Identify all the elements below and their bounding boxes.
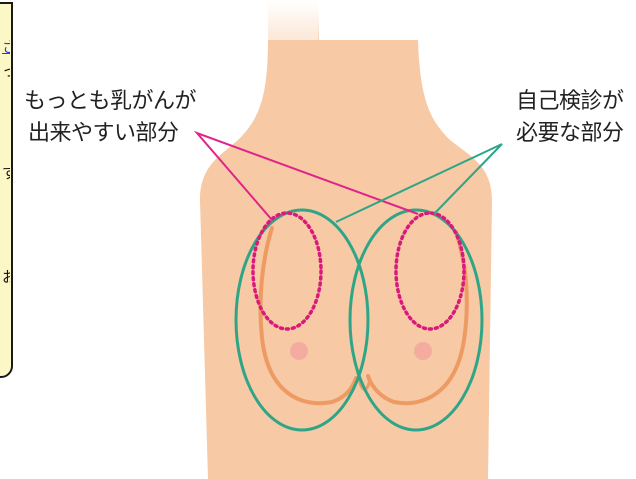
high-risk-label-line1: もっとも乳がんが (24, 86, 196, 118)
self-exam-label-line1: 自己検診が (516, 86, 624, 118)
high-risk-label-line2: 出来やすい部分 (28, 118, 196, 150)
self-exam-label: 自己検診が 必要な部分 (516, 86, 624, 150)
left-nipple (290, 342, 308, 360)
torso (200, 40, 492, 479)
high-risk-label: もっとも乳がんが 出来やすい部分 (24, 86, 196, 150)
self-exam-label-line2: 必要な部分 (516, 118, 624, 150)
right-nipple (414, 342, 432, 360)
